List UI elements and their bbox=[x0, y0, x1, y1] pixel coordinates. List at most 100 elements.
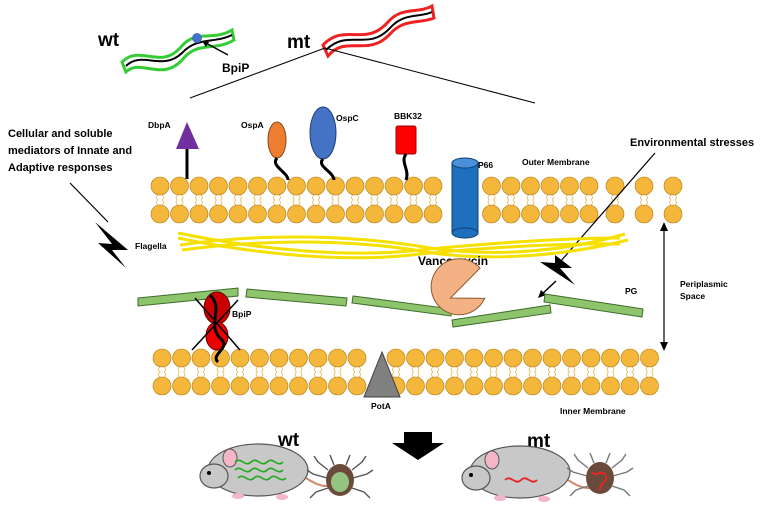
lipid-head bbox=[464, 376, 484, 396]
lipid-tail bbox=[216, 366, 225, 378]
lipid-head bbox=[484, 376, 503, 396]
lipid-tail bbox=[565, 194, 574, 206]
lipid-head bbox=[269, 376, 289, 396]
lipid-tail bbox=[370, 194, 379, 206]
lipid-head bbox=[640, 376, 659, 396]
pota-label: PotA bbox=[371, 401, 391, 411]
lipid-head bbox=[150, 204, 170, 224]
lipid-head bbox=[170, 204, 189, 224]
ospa-protein bbox=[267, 121, 287, 159]
lipid-head bbox=[365, 204, 384, 224]
lipid-tail bbox=[409, 194, 418, 206]
lipid-tail bbox=[177, 366, 186, 378]
lipid-head bbox=[404, 204, 423, 224]
lipid-head bbox=[501, 204, 521, 224]
mt-spirochete bbox=[321, 3, 436, 59]
lipid-tail bbox=[528, 366, 537, 378]
lipid-head bbox=[404, 176, 423, 196]
mt-mouse bbox=[461, 445, 599, 502]
lipid-tail bbox=[314, 366, 322, 378]
lipid-tail bbox=[431, 366, 439, 378]
lipid-tail bbox=[175, 194, 184, 206]
p66-label: P66 bbox=[478, 160, 493, 170]
lipid-head bbox=[601, 376, 620, 396]
lipid-tail bbox=[640, 194, 648, 206]
lipid-head bbox=[482, 176, 501, 196]
bpip-protein-crossed bbox=[191, 291, 241, 364]
lipid-tail bbox=[526, 194, 535, 206]
lipid-head bbox=[269, 348, 289, 368]
lipid-head bbox=[423, 176, 443, 196]
lipid-head bbox=[560, 204, 579, 224]
lipid-tail bbox=[548, 366, 556, 378]
lipid-tail bbox=[611, 194, 619, 206]
lipid-tail bbox=[487, 194, 496, 206]
lipid-head bbox=[501, 176, 521, 196]
left-note-line1: Cellular and soluble bbox=[8, 128, 113, 140]
lipid-tail bbox=[546, 194, 554, 206]
lipid-head bbox=[170, 176, 189, 196]
lipid-tail bbox=[353, 366, 361, 378]
lipid-head bbox=[425, 376, 445, 396]
lipid-head bbox=[209, 204, 228, 224]
flagella bbox=[177, 231, 629, 260]
lipid-tail bbox=[236, 366, 244, 378]
ospc-label: OspC bbox=[336, 113, 359, 123]
lipid-head bbox=[289, 348, 308, 368]
top-bpip-label: BpiP bbox=[222, 61, 249, 75]
lipid-head bbox=[634, 176, 654, 196]
lipid-head bbox=[605, 204, 625, 224]
bpip-dot bbox=[192, 33, 202, 43]
lipid-head bbox=[267, 204, 287, 224]
lipid-head bbox=[328, 348, 347, 368]
lipid-head bbox=[406, 348, 425, 368]
lipid-head bbox=[267, 176, 287, 196]
bbk32-protein bbox=[395, 125, 417, 155]
lipid-head bbox=[663, 204, 683, 224]
periplasmic-label-1: Periplasmic bbox=[680, 279, 728, 289]
lipid-head bbox=[581, 376, 601, 396]
flagella-label: Flagella bbox=[135, 241, 167, 251]
lipid-tail bbox=[333, 366, 342, 378]
lipid-tail bbox=[489, 366, 498, 378]
lipid-tail bbox=[255, 366, 264, 378]
lipid-head bbox=[445, 348, 464, 368]
lipid-tail bbox=[626, 366, 634, 378]
lipid-tail bbox=[585, 194, 593, 206]
outer-membrane bbox=[150, 176, 683, 224]
lipid-head bbox=[425, 348, 445, 368]
lipid-tail bbox=[392, 366, 400, 378]
bottom-wt-label: wt bbox=[277, 430, 300, 451]
top-wt-label: wt bbox=[97, 30, 120, 51]
lightning-left bbox=[95, 222, 128, 268]
lipid-head bbox=[189, 176, 209, 196]
lipid-head bbox=[605, 176, 625, 196]
lipid-tail bbox=[567, 366, 576, 378]
note-arrow bbox=[69, 182, 109, 223]
lipid-head bbox=[634, 204, 654, 224]
lipid-tail bbox=[411, 366, 420, 378]
lipid-head bbox=[152, 376, 172, 396]
lipid-head bbox=[620, 348, 640, 368]
lipid-head bbox=[345, 176, 365, 196]
zoom-line-right bbox=[324, 47, 536, 104]
lipid-head bbox=[521, 204, 540, 224]
lipid-tail bbox=[312, 194, 320, 206]
lipid-head bbox=[211, 376, 230, 396]
lipid-head bbox=[445, 376, 464, 396]
dbpa-label: DbpA bbox=[148, 120, 171, 130]
lipid-head bbox=[172, 376, 191, 396]
mt-tick bbox=[566, 452, 634, 497]
lipid-tail bbox=[587, 366, 595, 378]
lipid-head bbox=[386, 348, 406, 368]
ospc-stalk bbox=[319, 157, 336, 181]
lipid-head bbox=[306, 176, 326, 196]
lipid-head bbox=[289, 376, 308, 396]
lipid-head bbox=[384, 204, 404, 224]
lipid-head bbox=[287, 176, 306, 196]
bpip-arrow bbox=[203, 41, 229, 56]
lipid-tail bbox=[645, 366, 654, 378]
lipid-tail bbox=[234, 194, 242, 206]
